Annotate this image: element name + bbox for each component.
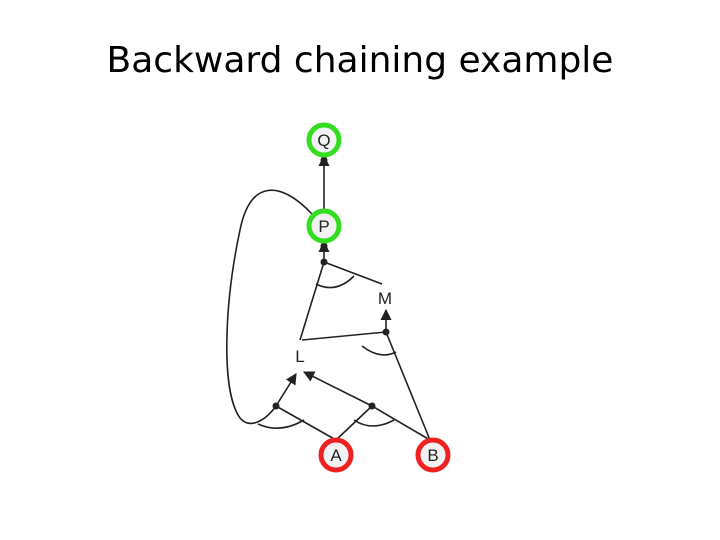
node-l-label: L: [295, 347, 304, 366]
and-arc-l-right: [353, 419, 395, 427]
edge-ap-junction-to-l: [275, 373, 297, 407]
junction-dot-m: [382, 328, 390, 336]
node-a: A: [318, 437, 354, 473]
and-arc-m: [361, 345, 397, 356]
edge-l-to-m-junction: [301, 331, 387, 341]
node-b: B: [415, 437, 451, 473]
node-a-ring: [318, 437, 354, 473]
node-p-ring: [306, 208, 342, 244]
node-m-label: M: [378, 289, 392, 308]
junction-dot-ap: [272, 402, 280, 410]
edge-m-to-p-junction: [323, 261, 383, 285]
edge-ab-junction-to-l: [302, 371, 373, 407]
junction-dots: [272, 156, 390, 410]
edge-l-to-p-junction: [299, 261, 325, 341]
node-q: Q: [306, 122, 342, 158]
edge-p-loop: [226, 189, 313, 424]
and-arc-p: [315, 275, 355, 289]
node-q-ring: [306, 122, 342, 158]
node-a-label: A: [330, 446, 342, 465]
edges: [226, 154, 431, 441]
junction-dot-ab: [368, 402, 376, 410]
junction-dot-p-top: [320, 242, 328, 250]
edge-a-to-ap-junction: [275, 405, 337, 441]
node-q-label: Q: [317, 131, 330, 150]
edge-b-to-ab-junction: [371, 405, 431, 441]
junction-dot-q: [320, 156, 328, 164]
node-b-ring: [415, 437, 451, 473]
and-arc-l-left: [257, 419, 305, 429]
junction-dot-p: [320, 258, 328, 266]
edge-a-to-ab-junction: [335, 405, 373, 441]
edge-b-to-m-junction: [385, 331, 431, 441]
node-p-label: P: [318, 217, 329, 236]
slide-title: Backward chaining example: [106, 40, 614, 81]
node-b-label: B: [427, 446, 438, 465]
node-p: P: [306, 208, 342, 244]
